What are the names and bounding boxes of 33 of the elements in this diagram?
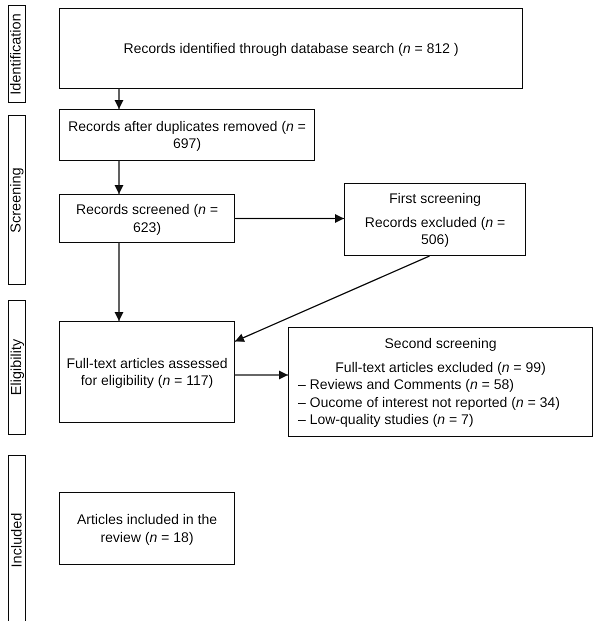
stage-band (8, 300, 26, 435)
box-text: Records identified through database search (n = 812 ) (122, 40, 460, 58)
stage-label: Included (8, 512, 26, 568)
process-box (59, 321, 235, 423)
stage-band (8, 455, 26, 621)
box-text: Records after duplicates removed (n = 697) (67, 118, 307, 152)
arrow (114, 161, 124, 194)
process-box (288, 327, 593, 437)
box-heading: Second screening (383, 335, 498, 353)
box-text: Articles included in the review (n = 18) (76, 511, 218, 546)
stage-band (8, 5, 26, 103)
stage-label: Eligibility (8, 339, 26, 396)
box-text: Full-text articles excluded (n = 99) (334, 358, 547, 376)
process-box (344, 183, 526, 256)
process-box (59, 109, 315, 161)
box-text: – Low-quality studies (n = 7) (297, 411, 474, 429)
box-text: – Oucome of interest not reported (n = 34) (297, 394, 561, 412)
arrow (235, 214, 344, 223)
process-box (59, 8, 523, 89)
box-text: Records screened (n = 623) (74, 201, 220, 236)
box-text: Records excluded (n = 506) (364, 214, 506, 249)
stage-label: Identification (8, 13, 26, 95)
box-heading: First screening (388, 190, 482, 208)
process-box (59, 492, 235, 565)
arrow (114, 89, 124, 109)
stage-label: Screening (8, 167, 26, 233)
process-box (59, 194, 235, 243)
arrow (235, 370, 288, 380)
arrow (234, 255, 430, 342)
box-text: – Reviews and Comments (n = 58) (297, 376, 515, 394)
arrow (114, 243, 124, 321)
stage-band (8, 115, 26, 285)
box-text: Full-text articles assessed for eligibility (n = 117) (66, 354, 228, 390)
